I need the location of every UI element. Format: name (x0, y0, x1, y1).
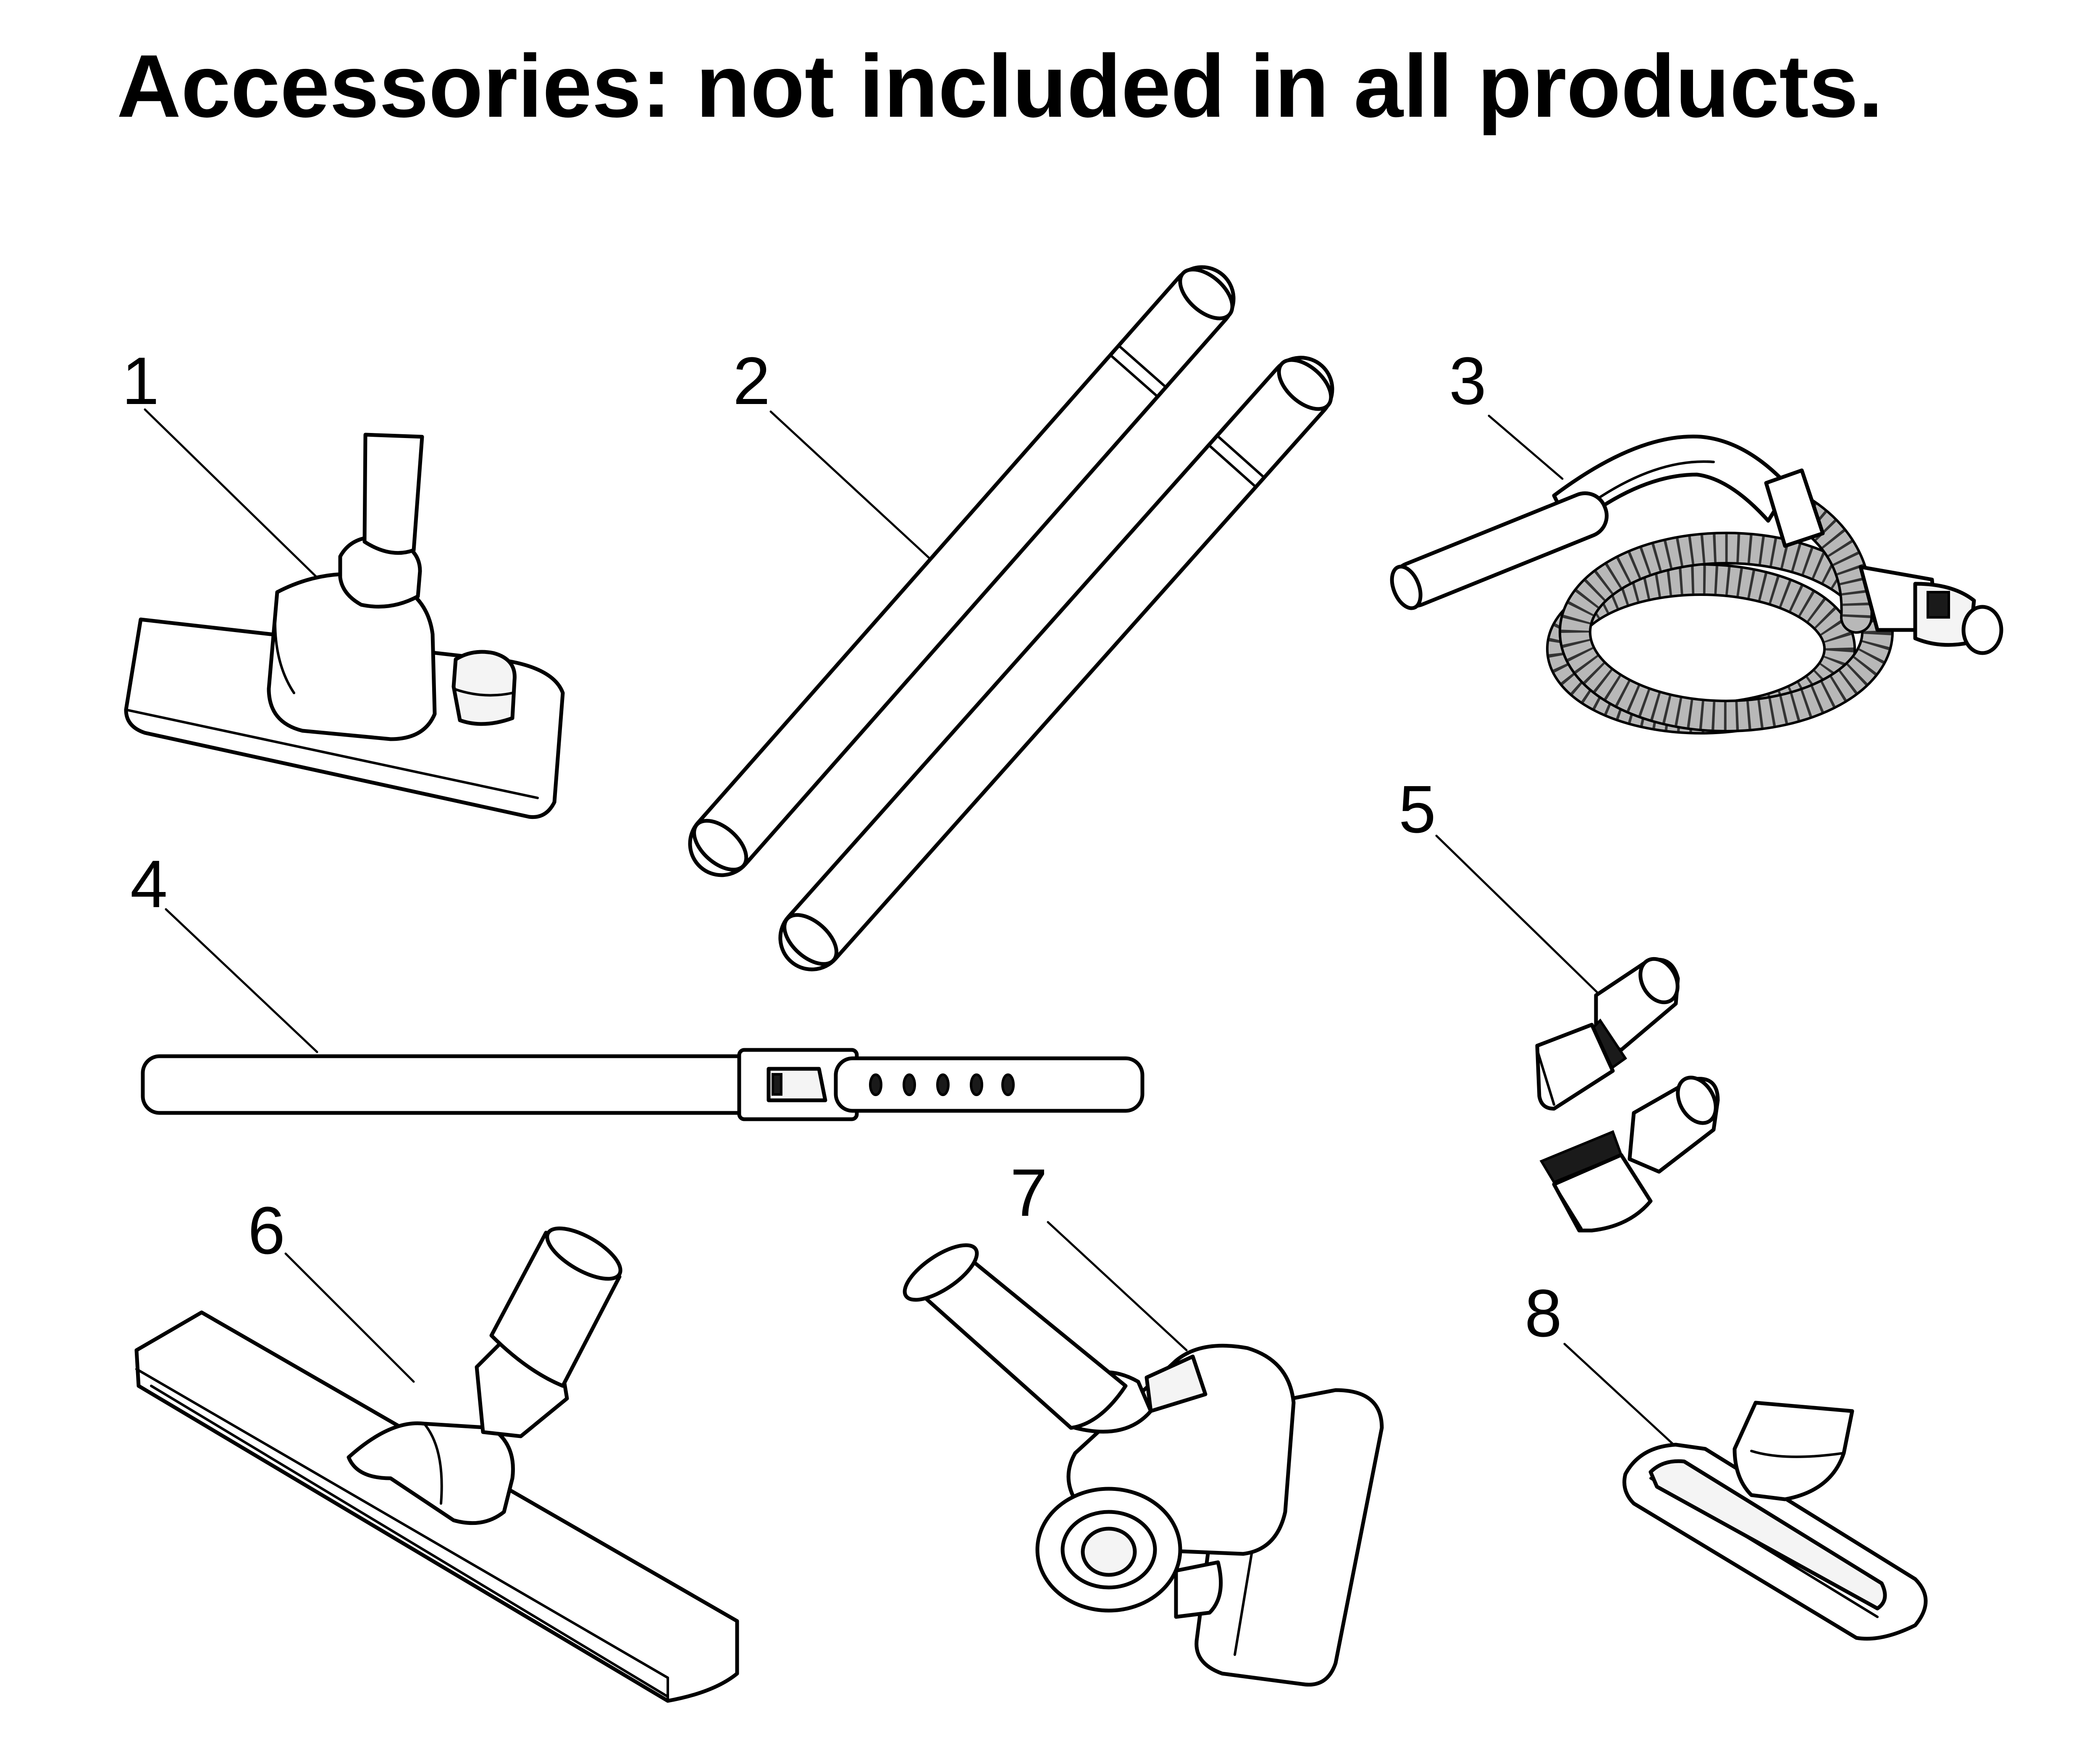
leader-line (284, 1252, 415, 1383)
leader-line (769, 410, 938, 566)
item-7: 7 (903, 1155, 1384, 1687)
leader-line (1435, 834, 1599, 994)
combination-floor-nozzle-icon (124, 433, 565, 819)
page-title: Accessories: not included in all product… (117, 36, 1883, 136)
extension-tubes-icon (688, 265, 1334, 971)
item-4: 4 (130, 846, 1144, 1121)
upholstery-nozzle-icon (1622, 1401, 1928, 1641)
telescopic-tube-icon (141, 1048, 1144, 1121)
item-number: 1 (122, 343, 159, 418)
item-6: 6 (134, 1193, 739, 1703)
leader-line (1047, 1221, 1188, 1351)
item-number: 6 (248, 1193, 285, 1268)
leader-line (1488, 415, 1564, 480)
item-number: 3 (1449, 343, 1486, 418)
leader-line (1563, 1343, 1675, 1446)
item-8: 8 (1525, 1275, 1928, 1641)
item-3: 3 (1390, 343, 2003, 735)
small-nozzles-icon (1535, 957, 1720, 1233)
item-number: 8 (1525, 1275, 1562, 1351)
item-number: 2 (733, 343, 770, 418)
item-number: 7 (1010, 1155, 1047, 1230)
item-1: 1 (122, 343, 565, 819)
leader-line (165, 908, 318, 1053)
item-number: 5 (1399, 771, 1436, 847)
leader-line (144, 408, 323, 583)
turbo-brush-icon (903, 1243, 1384, 1687)
parquet-floor-nozzle-icon (134, 1226, 739, 1703)
item-2: 2 (688, 265, 1334, 971)
item-number: 4 (130, 846, 168, 921)
item-5: 5 (1399, 771, 1720, 1233)
suction-hose-icon (1390, 434, 2003, 735)
